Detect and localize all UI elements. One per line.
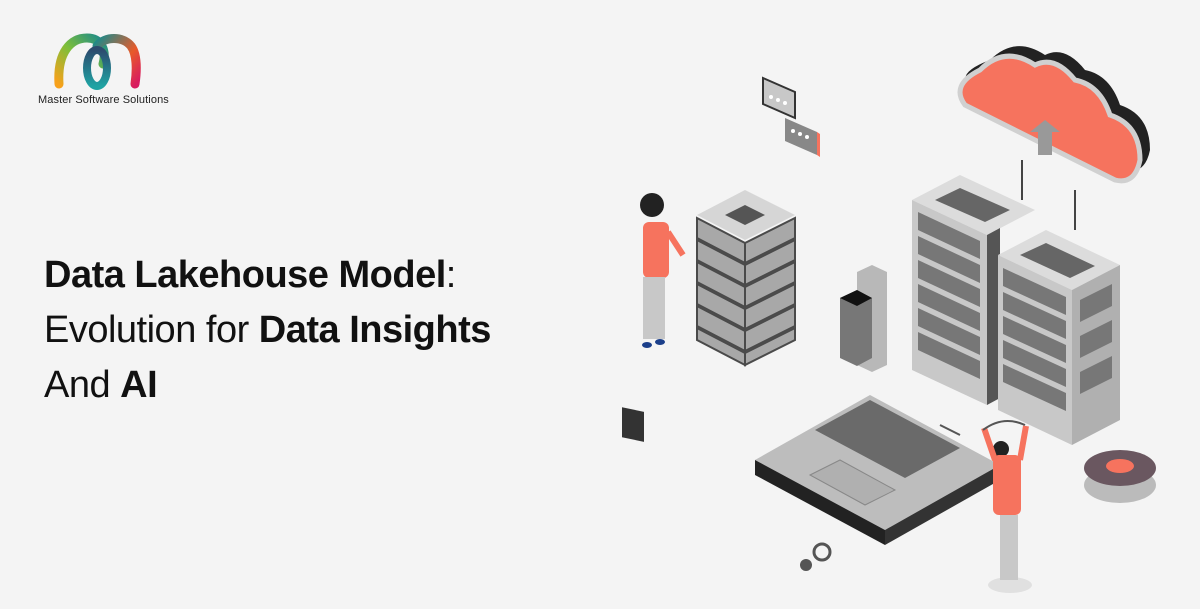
page-title: Data Lakehouse Model: Evolution for Data…: [44, 248, 491, 413]
hero-illustration: [622, 46, 1156, 593]
server-racks: [912, 175, 1120, 445]
cloud-upload-icon: [957, 46, 1150, 230]
title-line-2: Evolution for Data Insights: [44, 309, 491, 351]
brand-name: Master Software Solutions: [38, 94, 169, 106]
title-line-1: Data Lakehouse Model:: [44, 254, 456, 296]
chat-bubbles-icon: [762, 76, 820, 157]
laptop: [755, 395, 1000, 545]
brand-logo: Master Software Solutions: [38, 32, 188, 106]
server-stack: [696, 190, 796, 367]
woman-with-folder: [622, 193, 686, 442]
pie-chart-icon: [1084, 450, 1156, 503]
circles-decoration: [800, 542, 832, 571]
man-with-cable: [939, 420, 1032, 593]
building-blocks: [840, 265, 887, 372]
loop-m-logo-icon: [54, 33, 141, 90]
title-line-3: And AI: [44, 364, 158, 406]
